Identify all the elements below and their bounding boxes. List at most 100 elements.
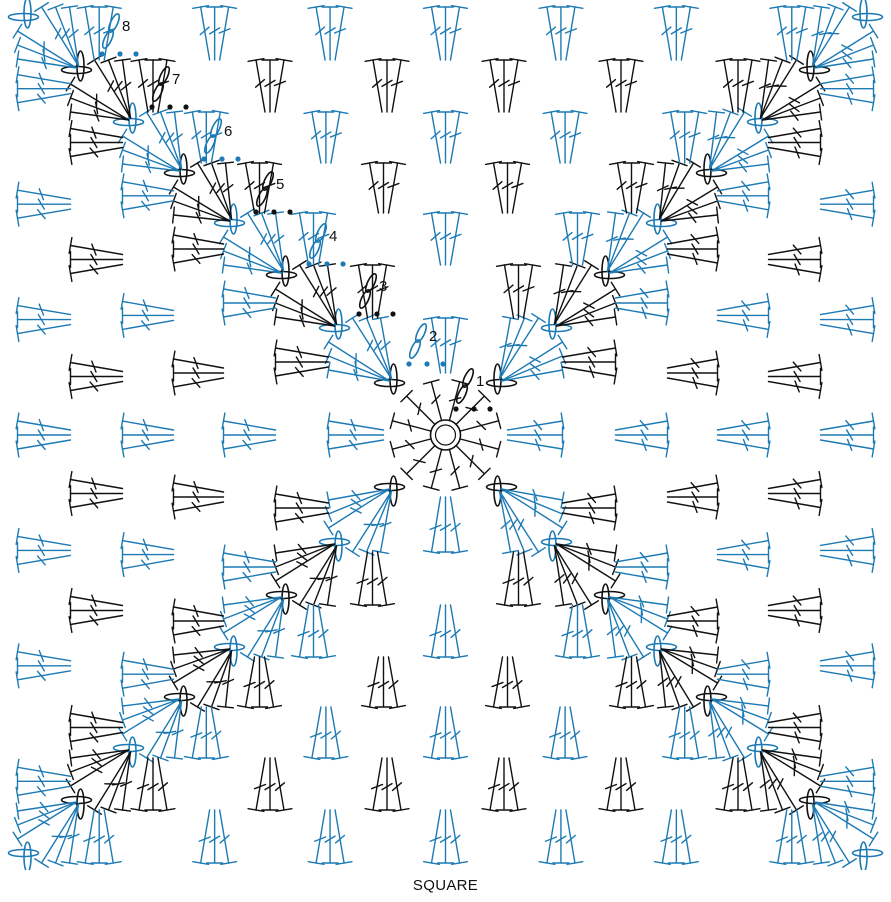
double-crochet-stitch (718, 679, 770, 696)
double-crochet-stitch (392, 758, 409, 811)
double-crochet-stitch (224, 559, 276, 575)
slip-stitch-dot (271, 209, 276, 214)
slip-stitch-dot (374, 311, 379, 316)
double-crochet-stitch (248, 59, 265, 112)
slip-stitch-dot (183, 104, 188, 109)
double-crochet-stitch (508, 413, 564, 430)
double-crochet-stitch (708, 111, 724, 169)
double-crochet-stitch (121, 652, 173, 669)
double-crochet-stitch (718, 200, 770, 217)
double-crochet-stitch (121, 174, 173, 191)
double-crochet-stitch (389, 657, 406, 708)
double-crochet-stitch (668, 475, 719, 492)
double-crochet-stitch (821, 324, 875, 341)
double-crochet-stitch (769, 238, 822, 255)
double-crochet-stitch (69, 382, 122, 399)
double-crochet-stitch (718, 294, 770, 311)
double-crochet-stitch (668, 253, 719, 270)
double-crochet-stitch (482, 758, 499, 811)
double-crochet-stitch (62, 804, 79, 864)
double-crochet-stitch (365, 59, 382, 112)
slip-stitch-dot (356, 311, 361, 316)
double-crochet-stitch (718, 652, 770, 669)
double-crochet-stitch (660, 160, 688, 219)
double-crochet-stitch (274, 367, 328, 384)
double-crochet-stitch (451, 497, 468, 553)
double-crochet-stitch (668, 365, 718, 381)
double-crochet-stitch (450, 6, 467, 60)
double-crochet-stitch (610, 162, 627, 213)
double-crochet-stitch (451, 605, 468, 658)
double-crochet-stitch (718, 533, 770, 550)
double-crochet-stitch (502, 489, 566, 521)
double-crochet-stitch (570, 111, 587, 163)
double-crochet-stitch (16, 325, 70, 342)
double-crochet-stitch (274, 513, 328, 530)
double-crochet-stitch (401, 390, 435, 424)
double-crochet-stitch (71, 252, 123, 268)
double-crochet-stitch (71, 135, 123, 151)
double-crochet-stitch (502, 489, 564, 508)
double-crochet-stitch (681, 6, 698, 60)
round-6-label: 6 (224, 123, 232, 140)
double-crochet-stitch (218, 162, 234, 219)
double-crochet-stitch (224, 295, 276, 311)
double-crochet-stitch (616, 572, 669, 589)
double-crochet-stitch (18, 658, 71, 674)
double-crochet-stitch (359, 491, 391, 555)
double-crochet-stitch (193, 6, 210, 60)
double-crochet-stitch (662, 207, 719, 223)
double-crochet-stitch (821, 93, 875, 110)
double-crochet-stitch (543, 707, 560, 759)
double-crochet-stitch (18, 427, 71, 443)
chain-stitch (314, 222, 329, 243)
double-crochet-stitch (511, 552, 527, 605)
double-crochet-stitch (496, 758, 512, 810)
double-crochet-stitch (450, 111, 467, 163)
round-8-label: 8 (122, 18, 130, 35)
round-3-label: 3 (379, 278, 387, 295)
double-crochet-stitch (274, 309, 334, 326)
double-crochet-stitch (523, 264, 540, 318)
double-crochet-stitch (71, 369, 123, 385)
double-crochet-stitch (69, 499, 122, 516)
double-crochet-stitch (172, 378, 223, 395)
double-crochet-stitch (610, 657, 627, 708)
double-crochet-stitch (502, 349, 566, 381)
double-crochet-stitch (379, 758, 395, 810)
double-crochet-stitch (18, 196, 71, 212)
double-crochet-stitch (626, 59, 643, 112)
chain-stitch (414, 322, 429, 343)
double-crochet-stitch (718, 320, 770, 337)
double-crochet-stitch (18, 542, 71, 558)
magic-ring-inner (436, 425, 456, 445)
double-crochet-stitch (689, 111, 706, 163)
double-crochet-stitch (668, 613, 718, 629)
double-crochet-stitch (327, 413, 383, 430)
double-crochet-stitch (668, 351, 719, 368)
double-crochet-stitch (563, 513, 617, 530)
double-crochet-stitch (570, 605, 586, 657)
slip-stitch-dot (424, 361, 429, 366)
double-crochet-stitch (220, 810, 237, 864)
double-crochet-stitch (362, 162, 379, 213)
double-crochet-stitch (16, 759, 70, 776)
double-crochet-stitch (71, 486, 123, 502)
double-crochet-stitch (769, 498, 822, 515)
double-crochet-stitch (460, 439, 501, 457)
double-crochet-stitch (668, 489, 718, 505)
double-crochet-stitch (123, 666, 174, 682)
slip-stitch-dot (117, 51, 122, 56)
double-crochet-stitch (718, 413, 770, 430)
double-crochet-stitch (222, 545, 275, 562)
double-crochet-stitch (167, 701, 183, 759)
double-crochet-stitch (718, 666, 769, 682)
double-crochet-stitch (449, 449, 467, 490)
double-crochet-stitch (716, 758, 733, 811)
double-crochet-stitch (438, 318, 454, 373)
double-crochet-stitch (769, 147, 822, 164)
double-crochet-stitch (304, 707, 321, 759)
double-crochet-stitch (570, 707, 587, 759)
double-crochet-stitch (276, 500, 329, 516)
double-crochet-stitch (718, 307, 769, 323)
